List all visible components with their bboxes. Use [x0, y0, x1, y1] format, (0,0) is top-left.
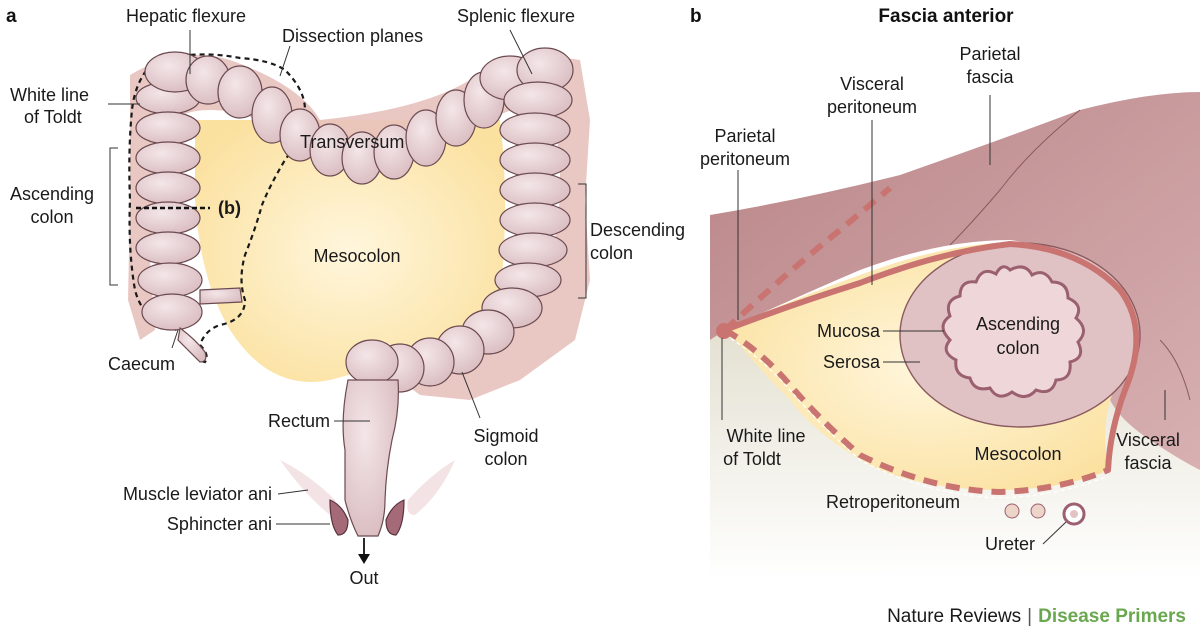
colon-transverse [251, 71, 505, 185]
leader-ureter [1042, 521, 1067, 545]
label-mesocolon-b: Mesocolon [974, 444, 1061, 464]
label-visceral-fascia-2: fascia [1124, 453, 1172, 473]
mesocolon-region [195, 120, 505, 382]
footer-brand: Nature Reviews [887, 606, 1022, 627]
label-white-line-b1: White line [726, 426, 805, 446]
label-white-line-a2: of Toldt [24, 107, 82, 127]
label-sigmoid-1: Sigmoid [473, 426, 538, 446]
label-parietal-fascia-1: Parietal [959, 44, 1020, 64]
colon-splenic-flexure [479, 47, 574, 119]
label-white-line-a1: White line [10, 85, 89, 105]
leader-leviator [277, 489, 309, 495]
label-mesocolon-a: Mesocolon [313, 246, 400, 266]
colon-descending [494, 112, 571, 298]
label-splenic-flexure: Splenic flexure [457, 6, 575, 26]
label-parietal-peritoneum-2: peritoneum [700, 149, 790, 169]
label-b-marker: (b) [218, 198, 241, 218]
muscle-leviator-ani [280, 460, 455, 515]
panel-a: a [6, 6, 685, 588]
label-parietal-peritoneum-1: Parietal [714, 126, 775, 146]
out-arrow [358, 538, 370, 564]
footer-credit: Nature Reviews|Disease Primers [887, 606, 1186, 628]
label-mucosa: Mucosa [817, 321, 881, 341]
label-out: Out [349, 568, 378, 588]
label-ascending-b2: colon [996, 338, 1039, 358]
dissection-plane-dashed-lower [723, 327, 1110, 496]
panel-b-letter: b [690, 6, 702, 27]
label-serosa: Serosa [823, 352, 881, 372]
leader-caecum [171, 329, 179, 349]
ascending-bracket [109, 147, 118, 286]
ureter-lumen [1070, 510, 1078, 518]
label-descending-2: colon [590, 243, 633, 263]
label-descending-1: Descending [590, 220, 685, 240]
leader-dissection [279, 45, 291, 77]
footer-series: Disease Primers [1038, 606, 1186, 627]
footer-separator: | [1027, 606, 1033, 627]
white-line-node [716, 323, 732, 339]
label-fascia-anterior: Fascia anterior [878, 6, 1014, 27]
label-parietal-fascia-2: fascia [966, 67, 1014, 87]
fascia-fold [949, 109, 1081, 246]
leader-splenic [509, 29, 533, 75]
label-rectum: Rectum [268, 411, 330, 431]
label-sphincter: Sphincter ani [167, 514, 272, 534]
label-visceral-peritoneum-2: peritoneum [827, 97, 917, 117]
label-white-line-b2: of Toldt [723, 449, 781, 469]
label-retroperitoneum: Retroperitoneum [826, 492, 960, 512]
leader-sigmoid [461, 371, 481, 419]
label-visceral-fascia-1: Visceral [1116, 430, 1180, 450]
vessel-2 [1030, 503, 1046, 519]
label-dissection-planes: Dissection planes [282, 26, 423, 46]
mucosa-ring [941, 265, 1085, 398]
label-transversum: Transversum [300, 132, 404, 152]
dissection-plane-thin [724, 334, 1109, 499]
parietal-peritoneum-dashed [722, 185, 892, 333]
label-ascending-b1: Ascending [976, 314, 1060, 334]
label-ascending-a1: Ascending [10, 184, 94, 204]
vessel-1 [1004, 503, 1020, 519]
colon-ascending [135, 81, 243, 363]
label-caecum: Caecum [108, 354, 175, 374]
label-ureter: Ureter [985, 534, 1035, 554]
anterior-fascia [710, 92, 1200, 470]
label-ascending-a2: colon [30, 207, 73, 227]
sphincter-ani [329, 499, 405, 536]
label-muscle-leviator: Muscle leviator ani [123, 484, 272, 504]
fascia-fold-right [1159, 339, 1191, 401]
visceral-peritoneum-line [722, 240, 1140, 473]
label-sigmoid-2: colon [484, 449, 527, 469]
rectum [342, 339, 399, 537]
label-hepatic-flexure: Hepatic flexure [126, 6, 246, 26]
panel-a-letter: a [6, 6, 17, 27]
label-visceral-peritoneum-1: Visceral [840, 74, 904, 94]
descending-bracket [578, 183, 587, 299]
panel-b: b Fascia anterior [690, 6, 1200, 580]
